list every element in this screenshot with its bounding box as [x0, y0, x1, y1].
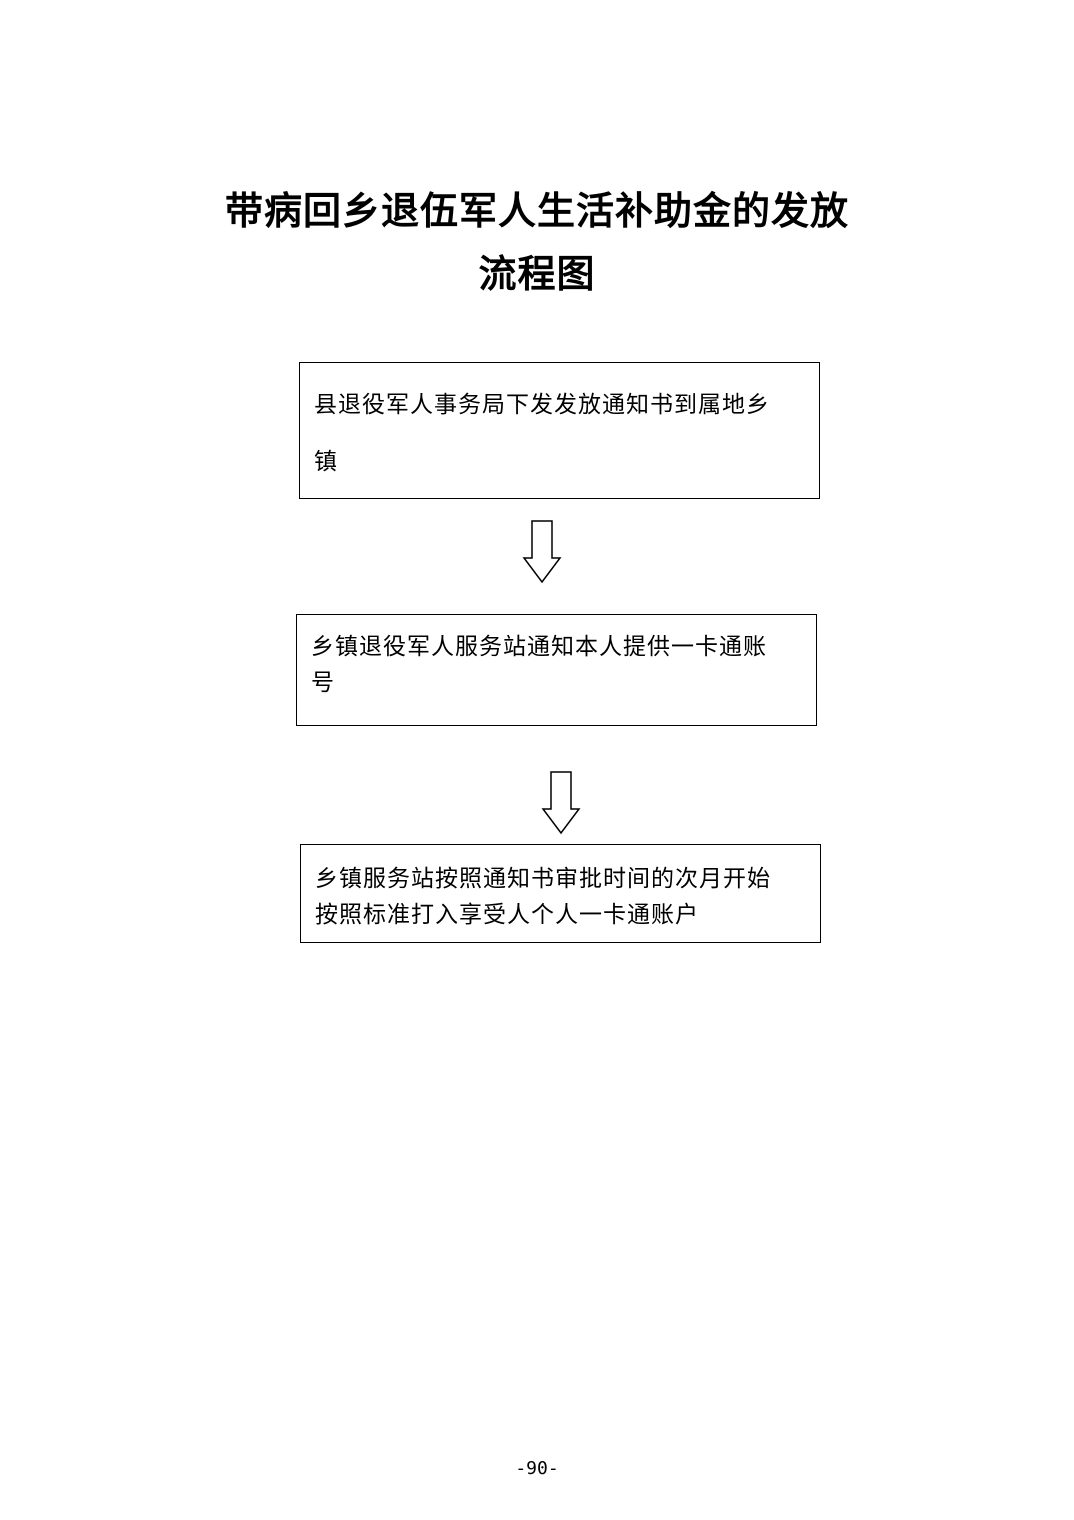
step-2-line-2: 号 [311, 670, 335, 696]
flow-step-1: 县退役军人事务局下发发放通知书到属地乡 镇 [299, 362, 820, 499]
flow-step-2: 乡镇退役军人服务站通知本人提供一卡通账 号 [296, 614, 817, 726]
title-line-2: 流程图 [478, 251, 596, 296]
step-2-line-1: 乡镇退役军人服务站通知本人提供一卡通账 [311, 634, 767, 660]
flow-step-3: 乡镇服务站按照通知书审批时间的次月开始 按照标准打入享受人个人一卡通账户 [300, 844, 821, 943]
down-arrow-icon [522, 520, 562, 584]
step-1-line-2: 镇 [314, 449, 338, 475]
page-number: -90- [515, 1458, 559, 1479]
step-3-line-2: 按照标准打入享受人个人一卡通账户 [315, 902, 699, 928]
title-line-1: 带病回乡退伍军人生活补助金的发放 [224, 188, 849, 233]
down-arrow-icon [541, 771, 581, 835]
step-3-line-1: 乡镇服务站按照通知书审批时间的次月开始 [315, 866, 771, 892]
step-1-line-1: 县退役军人事务局下发发放通知书到属地乡 [314, 392, 770, 418]
